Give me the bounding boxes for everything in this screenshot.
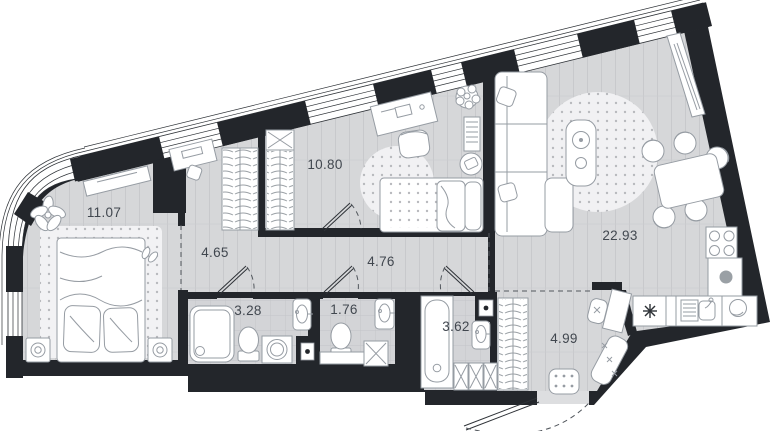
shower-room-furniture: [189, 298, 313, 364]
pouf: [548, 368, 580, 395]
lamp-icon: [30, 342, 46, 358]
curve-window-band: [6, 155, 92, 378]
entrance-door: [463, 397, 590, 431]
wall-pier: [217, 100, 311, 147]
bathroom-sink: [374, 298, 395, 330]
fridge-snowflake-icon: [643, 304, 657, 318]
vanity-desk: [168, 138, 218, 181]
single-bed: [379, 177, 484, 233]
hallway-furniture: [168, 138, 259, 231]
wall-pier: [373, 69, 437, 108]
doors: [217, 202, 590, 431]
sofa: [494, 71, 574, 237]
toilet: [237, 326, 260, 362]
wall-pier: [6, 246, 23, 292]
dashed-openings: [180, 225, 592, 292]
utility-shaft: [296, 336, 320, 368]
bedroom-furniture: [25, 165, 173, 363]
facade-contour: [0, 0, 701, 345]
room-label-bedroom: 11.07: [87, 205, 121, 220]
wall-pier: [72, 136, 165, 182]
side-table: [459, 152, 483, 176]
storage-boxes: [453, 362, 498, 391]
room-label-bedroom2: 10.80: [307, 157, 342, 172]
room-labels: 11.07 4.65 10.80 4.76 22.93 3.28 1.76 3.…: [87, 157, 637, 346]
wall-pier: [461, 49, 520, 87]
storage-box: [363, 340, 389, 367]
bathroom-furniture: [420, 295, 498, 391]
shower-tray: [189, 305, 235, 363]
utility-shaft: [475, 292, 497, 322]
room-label-wc: 1.76: [330, 302, 357, 317]
dining-table: [641, 131, 730, 229]
wardrobe: [265, 129, 295, 231]
lamp-icon: [152, 342, 168, 358]
room-label-living-kitchen: 22.93: [602, 228, 637, 243]
double-bed: [56, 237, 146, 363]
dresser: [82, 165, 152, 197]
stove-burners-icon: [709, 230, 735, 256]
console-bench: [590, 335, 629, 385]
entry-hall-furniture: [497, 297, 629, 395]
tv-console: [666, 32, 706, 118]
room-label-hallway: 4.65: [201, 245, 228, 260]
desk-chair: [397, 129, 431, 159]
room-hallway-floor: [185, 135, 488, 292]
wall-pier: [70, 155, 92, 182]
bathtub: [420, 295, 454, 389]
wall-pier: [577, 19, 640, 58]
room-label-shower: 3.28: [234, 303, 261, 318]
plant-icon: [30, 195, 66, 232]
desk: [369, 91, 439, 137]
door-bedroom2: [321, 202, 362, 232]
door-bathroom: [439, 265, 475, 295]
washing-machine-icon: [261, 335, 293, 364]
bathroom-sink: [292, 298, 313, 331]
wc-furniture: [319, 298, 395, 367]
room-label-bathroom: 3.62: [442, 319, 469, 334]
plant-icon: [455, 84, 481, 110]
room-label-corridor: 4.76: [367, 254, 394, 269]
kitchen-counters: [632, 226, 758, 327]
wardrobe: [497, 297, 529, 391]
kitchen-sink: [680, 297, 716, 322]
wall-pier: [6, 336, 23, 378]
living-kitchen-furniture: [494, 32, 758, 334]
wc-counter: [319, 351, 368, 365]
wall-pier: [14, 192, 45, 226]
door-shower-room: [217, 265, 255, 295]
door-wc: [323, 265, 359, 295]
wall-pier: [671, 2, 712, 35]
coffee-table: [565, 119, 597, 187]
entrance-threshold: [537, 391, 589, 404]
bookshelf: [463, 116, 481, 152]
room-label-entry-hall: 4.99: [550, 331, 577, 346]
bedroom2-furniture: [265, 84, 484, 233]
slippers: [141, 246, 159, 263]
bar-desk: [587, 288, 633, 334]
nightstand: [147, 337, 173, 363]
wardrobe: [221, 147, 259, 231]
bathroom-sink: [471, 320, 491, 350]
nightstand: [25, 337, 51, 363]
